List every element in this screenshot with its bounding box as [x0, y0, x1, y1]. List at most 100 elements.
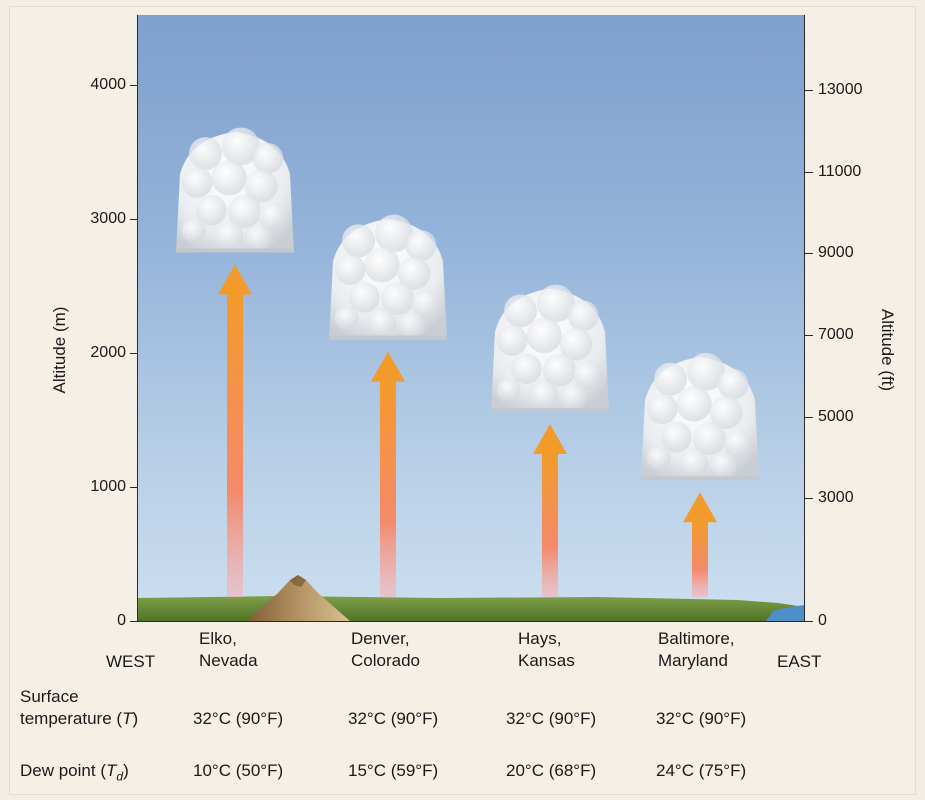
left-tick-mark — [130, 353, 138, 354]
left-tick-label: 4000 — [90, 76, 126, 93]
cloud-puff — [717, 368, 749, 400]
cloud-puff — [405, 230, 437, 261]
location-city: Baltimore, — [658, 629, 735, 648]
cloud-puff — [692, 421, 726, 455]
cloud-puff — [258, 202, 287, 231]
surface-value-elko: 32°C (90°F) — [193, 709, 284, 728]
cloud-puff — [503, 294, 538, 328]
rising-air-arrow-head — [371, 351, 405, 382]
surface-value-hays: 32°C (90°F) — [506, 709, 597, 728]
ocean-water — [766, 605, 805, 621]
left-tick-label: 3000 — [90, 210, 126, 227]
cloud-puff — [349, 282, 380, 313]
cloud-base — [176, 248, 294, 253]
right-tick-label: 11000 — [818, 162, 862, 180]
cloud-puff — [244, 169, 278, 203]
right-axis-line — [804, 15, 805, 622]
cloud-puff — [214, 221, 244, 250]
rising-air-arrow-shaft — [542, 451, 558, 597]
left-tick-label: 0 — [117, 612, 126, 629]
cloud-puff — [542, 353, 576, 387]
rising-air-arrow-shaft — [380, 379, 396, 597]
left-tick-mark — [130, 85, 138, 86]
location-state: Nevada — [199, 651, 258, 670]
surface-temperature-label: Surface temperature (T) — [20, 686, 138, 730]
cloud-puff — [573, 360, 602, 390]
surface-label-line2: temperature (T) — [20, 708, 138, 730]
label-east: EAST — [777, 652, 822, 671]
rising-air-arrow-head — [683, 492, 717, 523]
cloud-puff — [245, 225, 272, 252]
location-city: Denver, — [351, 629, 410, 648]
dew-label-text: Dew point ( — [20, 761, 106, 780]
cloud-puff — [181, 167, 213, 198]
location-denver: Denver, Colorado — [351, 628, 420, 672]
cloud-puff — [380, 282, 414, 316]
dew-value-elko: 10°C (50°F) — [193, 761, 284, 780]
cloud-puff — [375, 214, 413, 253]
dew-point-label: Dew point (Td) — [20, 760, 129, 787]
cloud-puff — [529, 380, 559, 409]
cloud-puff — [646, 393, 678, 425]
location-baltimore: Baltimore, Maryland — [658, 628, 735, 672]
dew-value-baltimore: 24°C (75°F) — [656, 761, 747, 780]
right-tick-mark — [805, 90, 813, 92]
cumulus-cloud — [641, 352, 759, 481]
cloud-puff — [367, 308, 397, 337]
right-tick-label: 13000 — [818, 81, 863, 99]
location-city: Elko, — [199, 629, 237, 648]
label-west: WEST — [106, 652, 156, 671]
surface-label-text: temperature ( — [20, 709, 123, 728]
left-axis-line — [137, 15, 138, 622]
cloud-puff — [559, 327, 593, 361]
cloud-puff — [710, 452, 737, 479]
cloud-base — [491, 407, 609, 412]
rising-air-arrow-shaft — [692, 520, 708, 597]
scene-svg — [138, 127, 805, 621]
location-elko: Elko, Nevada — [199, 628, 258, 672]
surface-label-line1: Surface — [20, 687, 79, 706]
right-axis-title: Altitude (ft) — [878, 308, 897, 392]
cloud-base — [641, 476, 759, 481]
surface-value-baltimore: 32°C (90°F) — [656, 709, 747, 728]
left-tick-label: 1000 — [90, 478, 126, 495]
right-tick-mark — [805, 416, 813, 418]
cloud-puff — [411, 289, 440, 318]
ground-strip — [138, 596, 805, 621]
mountain-peak-shadow — [290, 575, 306, 587]
right-tick-mark — [805, 335, 813, 337]
right-tick-label: 9000 — [818, 244, 854, 262]
dew-label-close: ) — [123, 761, 129, 780]
cloud-puff — [334, 254, 366, 285]
cloud-puff — [709, 395, 743, 430]
location-state: Kansas — [518, 651, 575, 670]
cloud-puff — [560, 384, 587, 411]
plot-area — [138, 15, 805, 621]
surface-label-close: ) — [132, 709, 139, 728]
rising-air-arrow-head — [218, 264, 252, 295]
cloud-puff — [496, 325, 528, 356]
right-tick-mark — [805, 621, 813, 622]
cloud-puff — [723, 429, 752, 458]
cloud-puff — [646, 446, 671, 470]
left-axis-title: Altitude (m) — [50, 306, 69, 394]
cloud-puff — [252, 143, 284, 174]
cumulus-cloud — [491, 284, 609, 412]
right-tick-label: 3000 — [818, 489, 854, 507]
rising-air-arrow-head — [533, 423, 567, 454]
dew-value-hays: 20°C (68°F) — [506, 761, 597, 780]
cumulus-cloud — [329, 214, 447, 340]
cloud-puff — [687, 352, 725, 391]
cloud-puff — [661, 421, 692, 453]
location-state: Colorado — [351, 651, 420, 670]
cloud-puff — [567, 300, 599, 332]
location-city: Hays, — [518, 629, 562, 648]
cumulus-cloud — [176, 127, 294, 253]
cloud-puff — [526, 317, 562, 354]
cloud-puff — [653, 362, 688, 396]
cloud-puff — [511, 353, 542, 385]
cloud-puff — [496, 377, 521, 402]
right-tick-label: 7000 — [818, 326, 854, 344]
cloud-puff — [537, 284, 575, 323]
surface-symbol: T — [122, 709, 133, 728]
